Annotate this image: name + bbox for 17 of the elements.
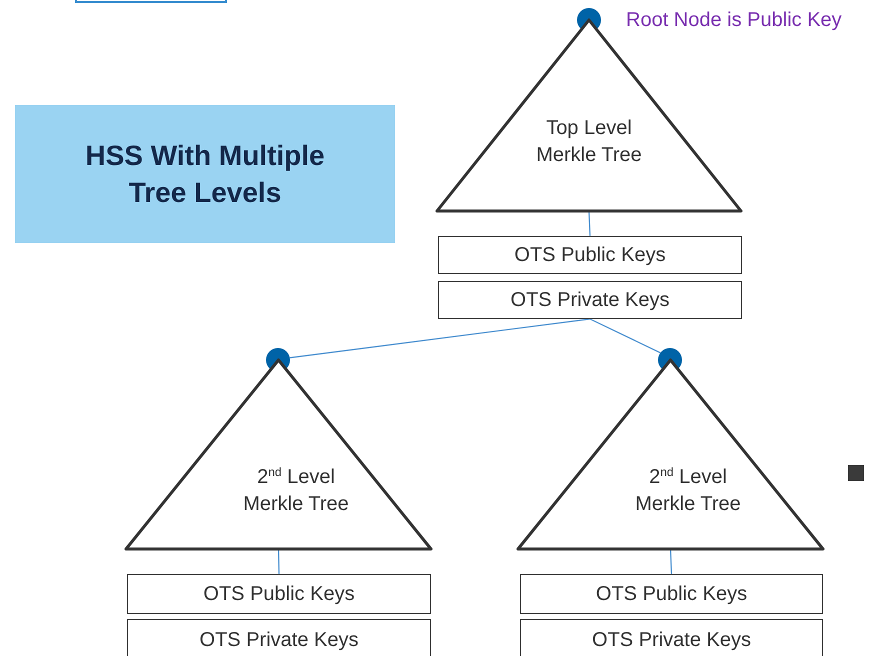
key-box: OTS Public Keys xyxy=(438,236,742,274)
tree-label: 2$^{nd}$ Level Merkle Tree xyxy=(242,464,350,517)
connector-line xyxy=(278,548,280,574)
connector-line xyxy=(590,318,661,354)
title-panel xyxy=(15,105,395,243)
connector-line xyxy=(290,318,590,358)
tree-label: 2$^{nd}$ Level Merkle Tree xyxy=(634,464,742,517)
connector-line xyxy=(588,210,591,236)
key-box: OTS Private Keys xyxy=(438,281,742,319)
annotation-text: Root Node is Public Key xyxy=(626,9,842,32)
key-box: OTS Public Keys xyxy=(520,574,823,614)
key-box: OTS Private Keys xyxy=(520,619,823,656)
key-box: OTS Private Keys xyxy=(127,619,431,656)
tree-label: Top Level Merkle Tree xyxy=(535,116,643,168)
key-box: OTS Public Keys xyxy=(127,574,431,614)
title-text: HSS With Multiple Tree Levels xyxy=(84,139,326,210)
connector-line xyxy=(670,548,672,574)
